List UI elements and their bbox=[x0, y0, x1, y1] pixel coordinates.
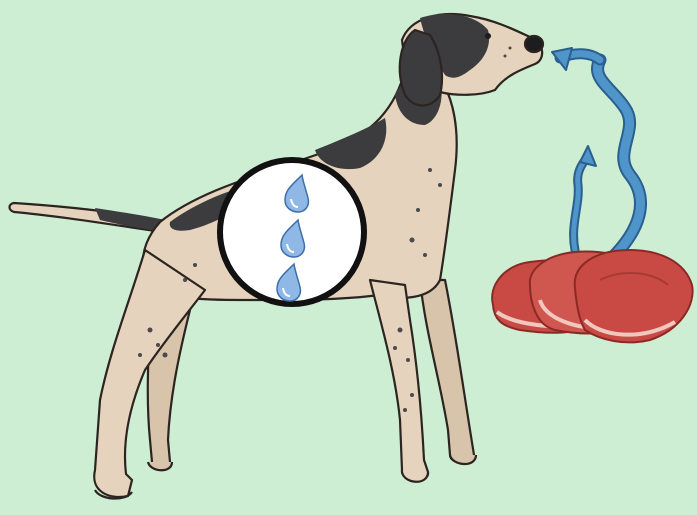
inset-circle bbox=[220, 160, 364, 304]
raw-steak-icon bbox=[492, 250, 692, 342]
dog-eye bbox=[485, 33, 491, 39]
dog-nose bbox=[525, 36, 543, 52]
